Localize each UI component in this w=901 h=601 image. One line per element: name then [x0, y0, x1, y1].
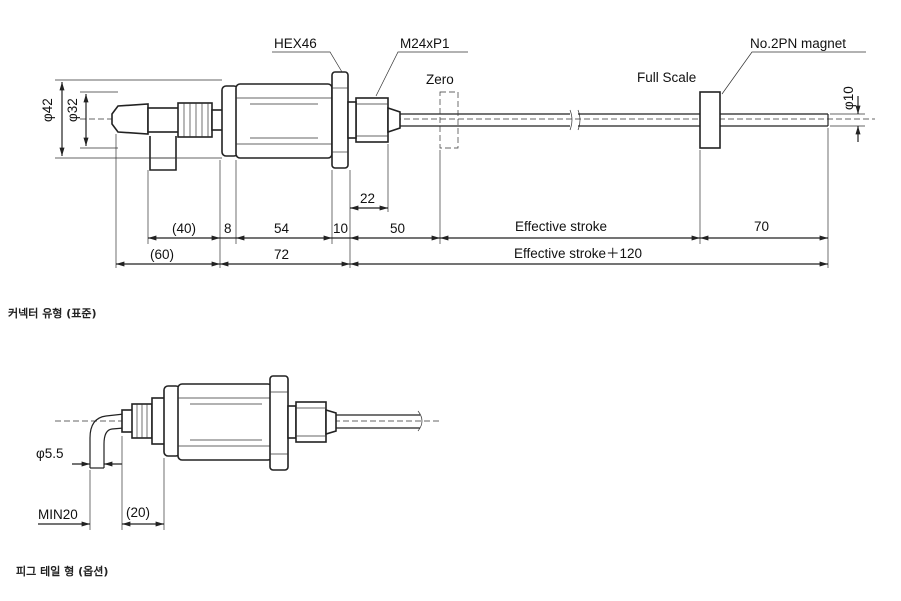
connector-nose — [111, 103, 149, 135]
zero-label: Zero — [426, 72, 454, 87]
connector-stub — [149, 136, 177, 171]
dia32-label: φ32 — [65, 98, 80, 122]
full-scale-label: Full Scale — [637, 70, 696, 85]
dim-row1-3: 10 — [333, 221, 348, 236]
dim-row1-2: 54 — [274, 221, 290, 236]
dia55-label: φ5.5 — [36, 446, 64, 461]
dia10-label: φ10 — [841, 86, 856, 110]
dia42-label: φ42 — [40, 98, 55, 122]
dim-row1-4: 50 — [390, 221, 405, 236]
connector-sleeve — [147, 107, 181, 133]
pigtail-thread — [295, 401, 327, 443]
thread-label: M24xP1 — [400, 36, 450, 51]
dim20-label: (20) — [126, 505, 150, 520]
magnet-label: No.2PN magnet — [750, 36, 846, 51]
dim-row1-5: Effective stroke — [515, 219, 607, 234]
connector-type-drawing: φ42 φ32 φ10 HEX46 M24xP1 Zero Full Scale… — [8, 36, 875, 320]
magnet — [699, 91, 721, 149]
dim-row1-6: 70 — [754, 219, 769, 234]
pigtail-body — [177, 383, 273, 461]
pigtail-hex — [269, 375, 289, 471]
caption-connector-type: 커넥터 유형 (표준) — [8, 306, 97, 320]
dimension-row-2: (60) 72 Effective stroke＋120 — [116, 246, 828, 267]
hex-flange — [331, 71, 349, 169]
caption-pigtail-type: 피그 테일 형 (옵션) — [16, 564, 108, 578]
dim-row1-0: (40) — [172, 221, 196, 236]
min20-label: MIN20 — [38, 507, 78, 522]
hex46-label: HEX46 — [274, 36, 317, 51]
zero-magnet-outline — [439, 91, 459, 149]
dim-row2-2: Effective stroke＋120 — [514, 246, 642, 261]
dim-row2-1: 72 — [274, 247, 289, 262]
thread-m24 — [355, 97, 389, 143]
dimension-row-1: (40) 8 54 10 50 Effective stroke 70 — [148, 219, 828, 241]
connector-knurl — [177, 102, 213, 138]
pigtail-type-drawing: φ5.5 MIN20 (20) 피그 테일 형 (옵션) — [16, 375, 440, 578]
dim-row2-0: (60) — [150, 247, 174, 262]
dim-22: 22 — [360, 191, 375, 206]
main-body — [235, 83, 333, 159]
dim-row1-1: 8 — [224, 221, 232, 236]
